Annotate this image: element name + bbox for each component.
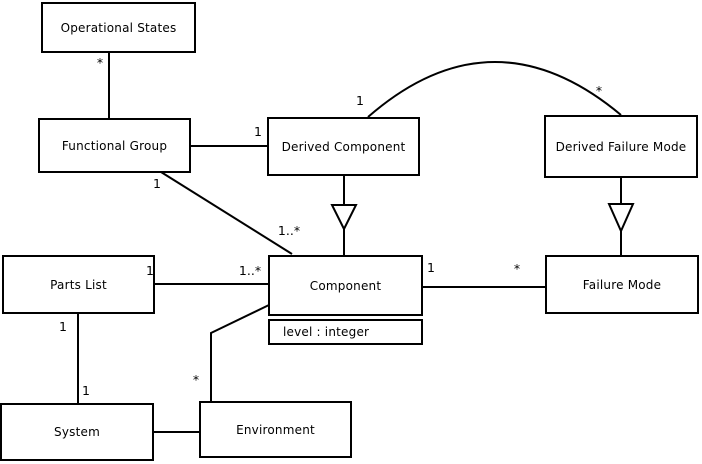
- class-functional-group: Functional Group: [38, 118, 191, 173]
- multiplicity-label: 1: [82, 382, 90, 398]
- multiplicity-label: 1..*: [238, 262, 262, 278]
- class-name: System: [54, 425, 100, 439]
- multiplicity-label: 1..*: [277, 222, 301, 238]
- class-derived-failure-mode: Derived Failure Mode: [544, 115, 698, 178]
- multiplicity-label: 1: [153, 175, 161, 191]
- class-name: Parts List: [50, 277, 107, 292]
- class-parts-list: Parts List: [2, 255, 155, 314]
- class-environment: Environment: [199, 401, 352, 458]
- edge-functional-group-component: [160, 171, 293, 255]
- edge-derived-component-derived-failure-mode-arc: [367, 61, 622, 118]
- class-name: Derived Component: [281, 139, 406, 154]
- multiplicity-label: 1: [146, 262, 154, 278]
- class-name: Component: [309, 278, 382, 293]
- class-component-attribute-compartment: level : integer: [268, 319, 423, 345]
- class-name: Derived Failure Mode: [555, 139, 687, 154]
- edge-environment-component: [210, 304, 270, 401]
- class-component-name-compartment: Component: [268, 255, 423, 316]
- class-name: Environment: [236, 422, 315, 437]
- multiplicity-label: 1: [427, 259, 435, 275]
- generalization-triangle-icon: [330, 204, 358, 232]
- class-name: Failure Mode: [582, 277, 662, 292]
- class-name: Functional Group: [61, 138, 168, 153]
- multiplicity-label: *: [192, 371, 200, 387]
- multiplicity-label: *: [513, 260, 521, 276]
- multiplicity-label: *: [595, 82, 603, 98]
- class-system: System: [0, 403, 154, 461]
- class-name: Operational States: [60, 20, 177, 35]
- generalization-triangle-icon: [607, 203, 635, 234]
- multiplicity-label: 1: [254, 123, 262, 139]
- multiplicity-label: 1: [59, 318, 67, 334]
- multiplicity-label: 1: [356, 92, 364, 108]
- class-attribute: level : integer: [283, 325, 370, 339]
- class-operational-states: Operational States: [41, 2, 196, 53]
- class-derived-component: Derived Component: [267, 117, 420, 176]
- class-failure-mode: Failure Mode: [545, 255, 699, 314]
- multiplicity-label: *: [96, 54, 104, 70]
